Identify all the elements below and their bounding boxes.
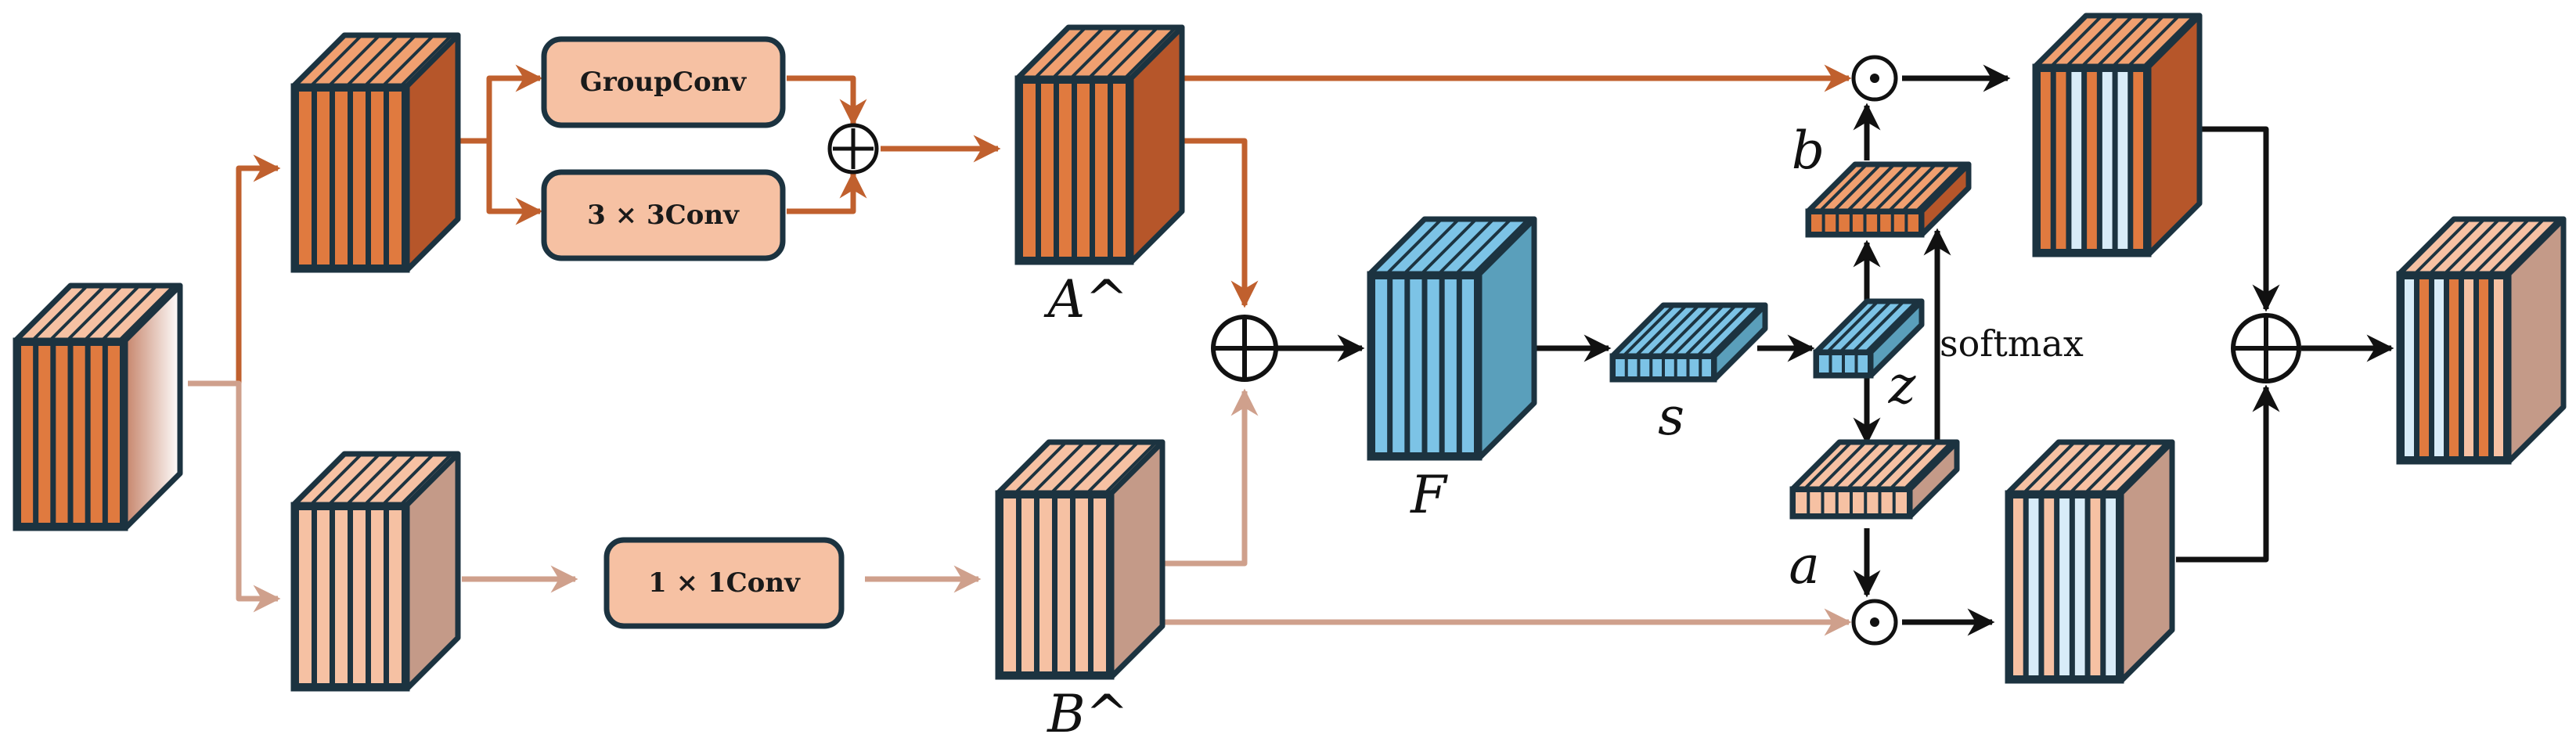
feature-maps [13,13,2567,692]
conv1x1-label: 1 × 1Conv [648,567,801,599]
input-to-top-branch [188,154,281,387]
label-a-hat: A^ [1043,269,1129,329]
conv3x3-label: 3 × 3Conv [587,200,740,231]
a-hat-feature-map [1014,24,1185,265]
top-cube-to-groupconv [454,64,543,144]
connectors [188,64,2394,636]
bottom-out-to-final-sum [2176,384,2280,563]
label-b-hat: B^ [1047,684,1129,744]
groupconv-box [541,36,786,128]
f-feature-map [1367,216,1537,461]
s-vector [1609,302,1768,383]
b-vector [1805,161,1972,238]
final-output-feature-map [2396,216,2567,465]
z-vector [1813,298,1925,379]
label-b: b [1792,121,1825,181]
labels: A^ B^ F s z a b softmax [1043,121,2084,744]
conv1x1-box [603,537,845,629]
conv3x3-box [541,169,786,261]
sum-icon [1211,315,1278,382]
groupconv-label: GroupConv [580,67,748,98]
input-feature-map [13,283,183,531]
top-branch-feature-map [290,32,461,273]
label-s: s [1658,387,1684,447]
bottom-branch-feature-map [290,451,461,692]
b-hat-feature-map [995,439,1166,680]
top-cube-to-conv3x3 [486,141,543,225]
sum-icon [2231,313,2301,383]
operation-boxes: GroupConv 3 × 3Conv 1 × 1Conv [541,36,845,629]
input-to-bottom-branch [188,380,281,613]
label-softmax: softmax [1940,322,2084,365]
sum-icon [827,123,879,175]
conv3x3-to-sum [787,171,867,214]
label-a: a [1789,535,1819,596]
top-output-feature-map [2032,13,2203,257]
label-f: F [1410,465,1448,525]
product-icon [1851,599,1898,646]
operators [827,55,2301,646]
bottom-output-feature-map [2005,439,2175,684]
top-out-to-final-sum [2196,126,2280,312]
a-vector [1789,439,1960,520]
product-icon [1851,55,1898,102]
a-hat-to-sum-main [1182,138,1259,308]
groupconv-to-sum [787,75,867,127]
b-hat-to-sum-main [1162,388,1259,567]
label-z: z [1888,355,1917,416]
